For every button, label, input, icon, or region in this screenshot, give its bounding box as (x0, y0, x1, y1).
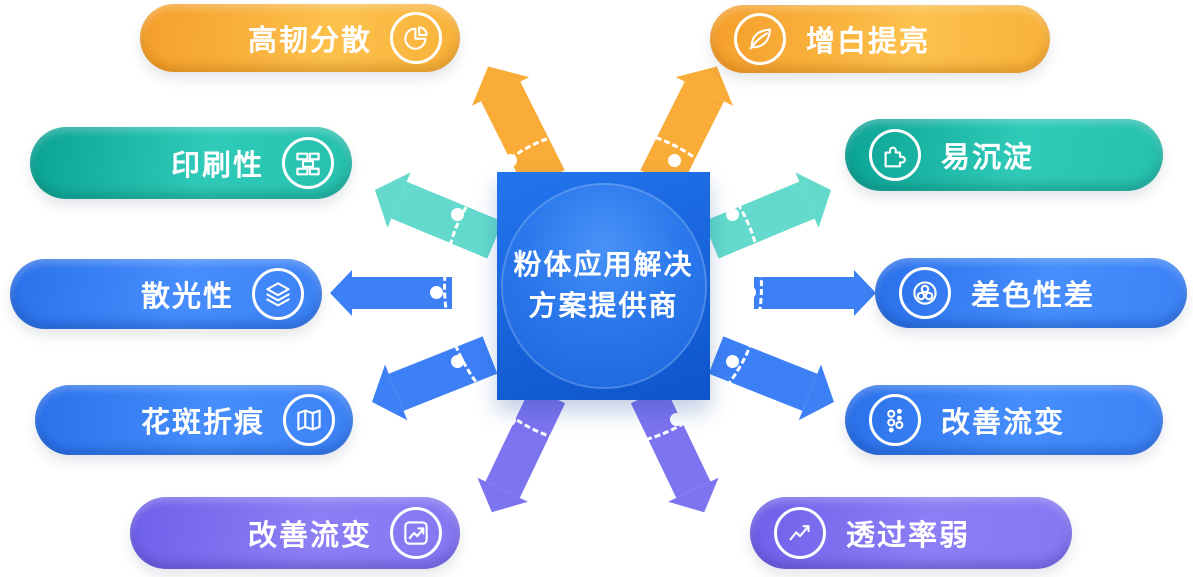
connector-dot (430, 286, 443, 299)
pill-rheology-left: 改善流变 (130, 497, 460, 569)
pill-label: 印刷性 (170, 150, 264, 182)
connector-dot (503, 413, 516, 426)
connector-dot (670, 413, 683, 426)
circles-icon (899, 267, 951, 319)
center-circle: 粉体应用解决 方案提供商 (500, 183, 707, 389)
pill-label: 差色性差 (971, 280, 1096, 312)
pill-label: 透过率弱 (846, 520, 971, 552)
center-title-line2: 方案提供商 (528, 290, 679, 321)
pill-label: 增白提亮 (806, 26, 931, 58)
puzzle-icon (869, 129, 921, 181)
pill-sedimentation: 易沉淀 (845, 119, 1163, 191)
connector-dot (726, 355, 739, 368)
bricks-icon (282, 137, 334, 189)
pill-label: 改善流变 (247, 520, 372, 552)
pill-rheology-right: 改善流变 (845, 385, 1163, 455)
center-title-line1: 粉体应用解决 (513, 249, 694, 281)
connector-dot (504, 154, 517, 167)
layers-icon (252, 268, 304, 320)
pill-printability: 印刷性 (30, 127, 352, 199)
map-icon (283, 394, 335, 446)
pill-dispersion: 高韧分散 (140, 4, 460, 72)
pill-light-diffusion: 散光性 (10, 259, 322, 329)
line-chart-icon (774, 507, 826, 559)
pill-label: 改善流变 (941, 407, 1066, 439)
leaf-icon (734, 13, 786, 65)
center-square: 粉体应用解决 方案提供商 (497, 172, 710, 400)
pill-whitening: 增白提亮 (710, 5, 1050, 73)
connector-dot (743, 286, 756, 299)
dashed-circle (443, 127, 763, 447)
dots-icon (869, 394, 921, 446)
pill-label: 易沉淀 (941, 142, 1035, 174)
pill-label: 花斑折痕 (140, 407, 265, 439)
connector-dot (451, 208, 464, 221)
trend-up-icon (390, 507, 442, 559)
pill-label: 散光性 (140, 281, 234, 313)
pill-mottle-crease: 花斑折痕 (35, 385, 353, 455)
connector-dot (668, 154, 681, 167)
pill-label: 高韧分散 (247, 25, 372, 57)
pill-color-difference: 差色性差 (875, 258, 1187, 328)
connector-dot (726, 208, 739, 221)
pill-transmittance: 透过率弱 (750, 497, 1072, 569)
pie-chart-icon (390, 12, 442, 64)
arrow-to-color-difference (754, 270, 876, 316)
connector-dot (451, 355, 464, 368)
